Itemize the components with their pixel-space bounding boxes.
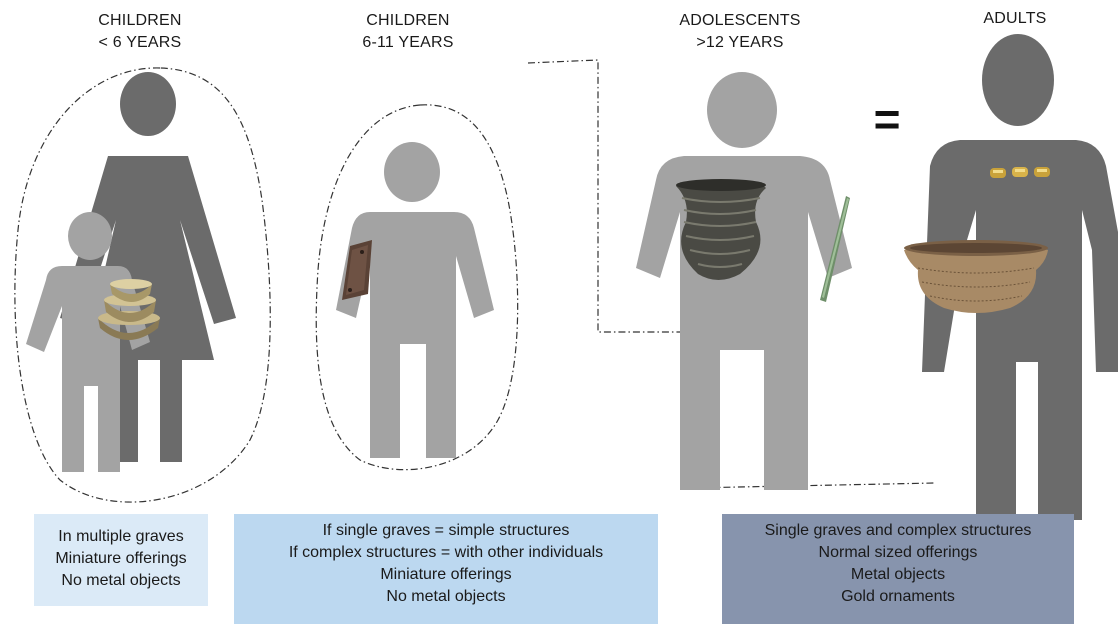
group-title: ADOLESCENTS (660, 10, 820, 32)
group-subtitle: < 6 YEARS (60, 32, 220, 54)
description-line: If single graves = simple structures (234, 520, 658, 542)
stone-plaque-image (342, 240, 372, 300)
description-line: Normal sized offerings (722, 542, 1074, 564)
description-line: If complex structures = with other indiv… (234, 542, 658, 564)
description-line: No metal objects (34, 570, 208, 592)
description-line: No metal objects (234, 586, 658, 608)
description-line: Miniature offerings (34, 548, 208, 570)
group-heading-adults: ADULTS (960, 8, 1070, 30)
description-line: Gold ornaments (722, 586, 1074, 608)
description-line: In multiple graves (34, 526, 208, 548)
description-line: Single graves and complex structures (722, 520, 1074, 542)
group-heading-young-children: CHILDREN < 6 YEARS (60, 10, 220, 54)
older-child-figure (336, 142, 494, 458)
description-box-adolescents-adults: Single graves and complex structures Nor… (722, 514, 1074, 624)
description-line: Metal objects (722, 564, 1074, 586)
group-title: CHILDREN (60, 10, 220, 32)
group-title: ADULTS (960, 8, 1070, 30)
group-subtitle: 6-11 YEARS (328, 32, 488, 54)
adolescent-figure (636, 72, 852, 490)
description-line: Miniature offerings (234, 564, 658, 586)
group-heading-older-children: CHILDREN 6-11 YEARS (328, 10, 488, 54)
group-heading-adolescents: ADOLESCENTS >12 YEARS (660, 10, 820, 54)
group-title: CHILDREN (328, 10, 488, 32)
gold-beads-image (990, 167, 1050, 178)
equals-sign-text: = (874, 93, 901, 145)
description-box-young-children: In multiple graves Miniature offerings N… (34, 514, 208, 606)
group-subtitle: >12 YEARS (660, 32, 820, 54)
equals-sign: = (874, 93, 901, 145)
description-box-older-children: If single graves = simple structures If … (234, 514, 658, 624)
